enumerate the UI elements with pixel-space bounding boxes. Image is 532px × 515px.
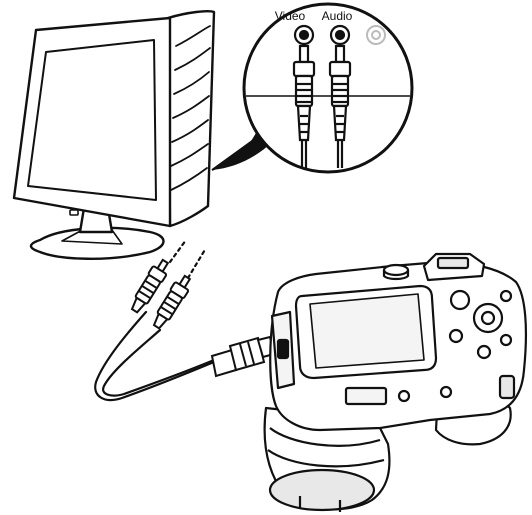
unused-jack-icon: [367, 26, 385, 44]
video-jack-icon: [295, 26, 313, 44]
tv-monitor-icon: [14, 11, 214, 259]
av-cable: [95, 240, 214, 400]
audio-port-label: Audio: [322, 9, 353, 23]
video-port-label: Video: [275, 9, 306, 23]
camera-icon: [265, 254, 526, 512]
audio-jack-icon: [331, 26, 349, 44]
port-zoom-callout: Video Audio: [212, 4, 412, 172]
usb-av-plug-icon: [212, 337, 274, 376]
